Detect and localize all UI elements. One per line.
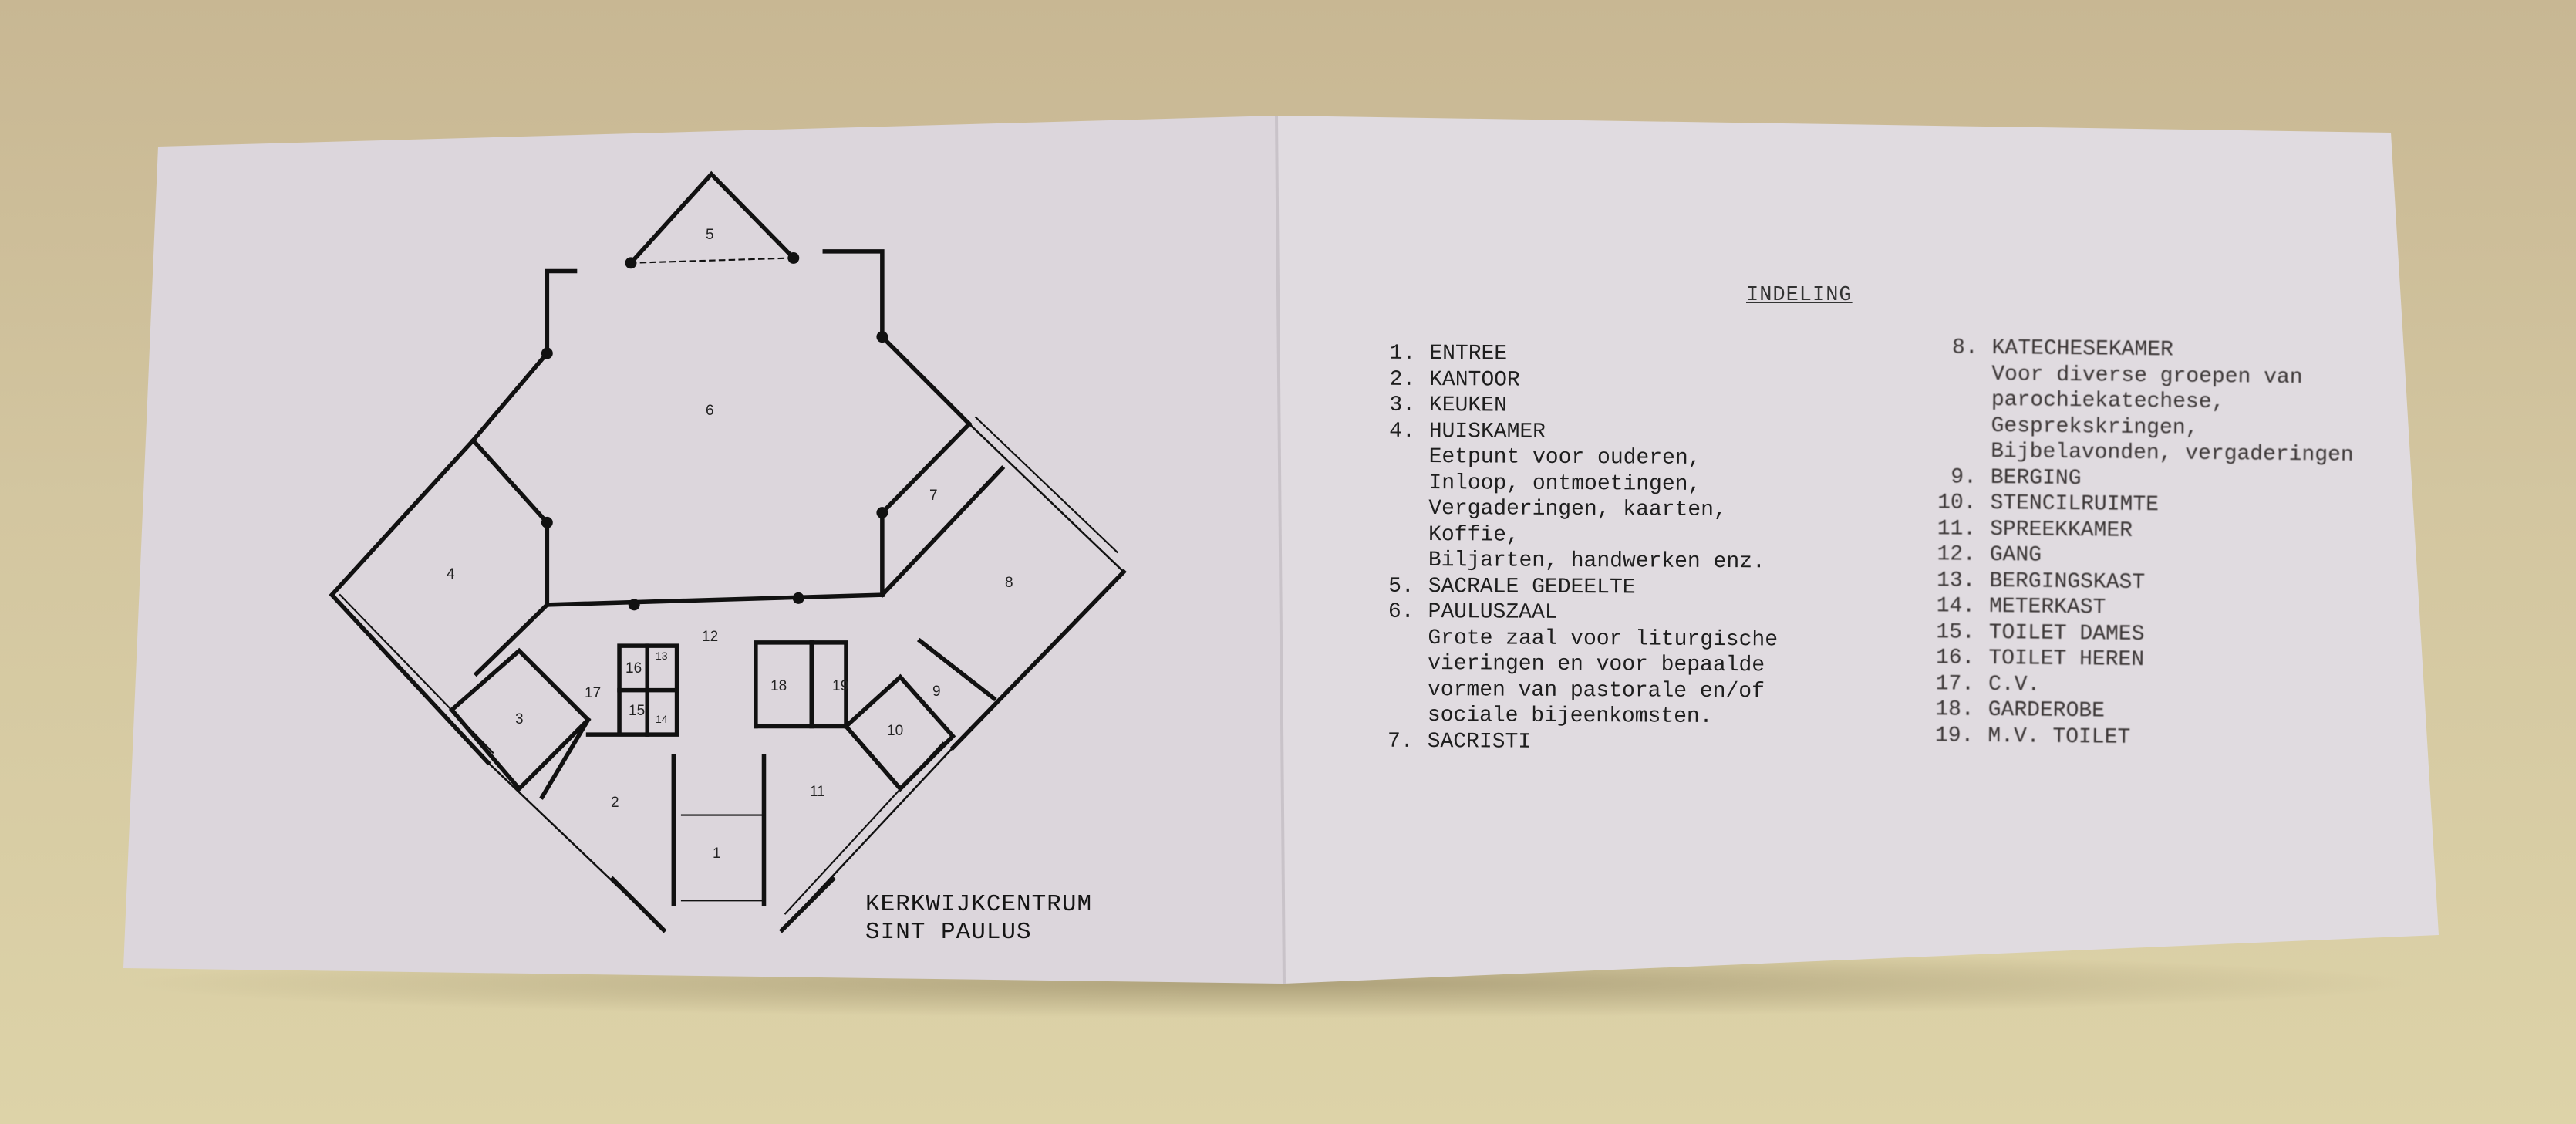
room-number-16: 16 bbox=[625, 660, 642, 677]
legend-item-description: Biljarten, handwerken enz. bbox=[1428, 548, 1765, 575]
legend-item: 18. GARDEROBE bbox=[1927, 697, 2352, 727]
room-number-1: 1 bbox=[713, 846, 721, 862]
page-fold bbox=[1275, 115, 1286, 984]
caption-line-1: KERKWIJKCENTRUM bbox=[865, 891, 1093, 918]
legend-item: 8. KATECHESEKAMER bbox=[1930, 335, 2355, 365]
legend-item-number: 12. bbox=[1937, 542, 1977, 567]
legend-item-label: SACRALE GEDEELTE bbox=[1428, 574, 1636, 599]
room-number-9: 9 bbox=[932, 684, 941, 700]
legend-item-label: M.V. TOILET bbox=[1988, 724, 2131, 750]
legend-item-label: STENCILRUIMTE bbox=[1990, 491, 2160, 518]
legend-item-label: BERGING bbox=[1990, 465, 2082, 491]
legend-item: 1. ENTREE bbox=[1367, 341, 1779, 369]
room-number-5: 5 bbox=[706, 227, 714, 243]
legend-item-description: vormen van pastorale en/of bbox=[1427, 677, 1765, 704]
legend-item-number: 9. bbox=[1951, 464, 1978, 490]
legend-item-label: SPREEKKAMER bbox=[1990, 517, 2133, 543]
legend-item-label: KANTOOR bbox=[1429, 367, 1520, 393]
legend-item-number: 11. bbox=[1937, 516, 1977, 542]
legend-item-description: Bijbelavonden, vergaderingen bbox=[1991, 439, 2354, 467]
legend-item-label: KEUKEN bbox=[1428, 393, 1507, 418]
legend-item-description: vieringen en voor bepaalde bbox=[1428, 652, 1765, 678]
legend-item-description: Grote zaal voor liturgische bbox=[1428, 626, 1779, 652]
legend-item: 2. KANTOOR bbox=[1367, 366, 1779, 394]
legend-item-description: Inloop, ontmoetingen, bbox=[1428, 471, 1701, 497]
legend-item-label: METERKAST bbox=[1988, 594, 2106, 620]
legend-item-number: 15. bbox=[1936, 619, 1975, 645]
room-number-19: 19 bbox=[832, 678, 849, 694]
legend-item: 17. C.V. bbox=[1927, 671, 2352, 701]
room-number-2: 2 bbox=[611, 795, 619, 811]
legend-item-description: parochiekatechese, bbox=[1991, 387, 2225, 415]
plan-caption: KERKWIJKCENTRUM SINT PAULUS bbox=[865, 891, 1092, 947]
legend-item-number: 4. bbox=[1389, 419, 1415, 444]
room-number-13: 13 bbox=[656, 650, 668, 662]
legend-title: INDELING bbox=[1746, 284, 1853, 307]
legend-item-label: C.V. bbox=[1988, 672, 2041, 697]
legend-item: 3. KEUKEN bbox=[1367, 393, 1779, 420]
legend-item-description: Koffie, bbox=[1428, 522, 1519, 548]
legend-item: 4. HUISKAMER bbox=[1367, 418, 1779, 446]
legend-item-number: 3. bbox=[1389, 393, 1416, 417]
legend-item-number: 17. bbox=[1935, 671, 1975, 697]
legend-item-label: HUISKAMER bbox=[1428, 419, 1546, 444]
left-page bbox=[123, 116, 1284, 984]
legend-item-label: TOILET HEREN bbox=[1988, 646, 2145, 673]
legend-item-number: 10. bbox=[1937, 491, 1977, 515]
room-number-7: 7 bbox=[929, 488, 938, 504]
legend-item-label: GANG bbox=[1989, 542, 2042, 568]
legend-item: 19. M.V. TOILET bbox=[1926, 723, 2351, 753]
legend-item-label: GARDEROBE bbox=[1988, 697, 2106, 724]
legend-item-description: sociale bijeenkomsten. bbox=[1427, 704, 1713, 729]
legend-item-label: PAULUSZAAL bbox=[1428, 600, 1558, 625]
legend-item-number: 16. bbox=[1935, 646, 1975, 670]
legend-item: 5. SACRALE GEDEELTE bbox=[1367, 573, 1779, 601]
legend-item-number: 5. bbox=[1388, 574, 1414, 599]
legend-item-number: 1. bbox=[1389, 341, 1416, 366]
legend-item-label: BERGINGSKAST bbox=[1989, 569, 2146, 595]
legend-item: 16. TOILET HEREN bbox=[1927, 645, 2352, 675]
legend-item-number: 19. bbox=[1934, 723, 1974, 748]
room-number-17: 17 bbox=[585, 685, 602, 701]
right-page bbox=[1276, 116, 2439, 984]
legend-item-description: Eetpunt voor ouderen, bbox=[1428, 445, 1701, 471]
legend-item: 6. PAULUSZAAL bbox=[1366, 599, 1778, 627]
legend-item-number: 14. bbox=[1936, 594, 1976, 619]
legend-item: 10. STENCILRUIMTE bbox=[1928, 490, 2353, 520]
legend-item-label: SACRISTI bbox=[1427, 729, 1532, 754]
room-number-12: 12 bbox=[702, 629, 719, 645]
legend-item-label: TOILET DAMES bbox=[1988, 620, 2145, 646]
room-number-10: 10 bbox=[887, 723, 904, 739]
legend-item-number: 6. bbox=[1387, 599, 1414, 624]
legend-item-number: 8. bbox=[1951, 336, 1978, 360]
legend-item: 9. BERGING bbox=[1929, 464, 2354, 494]
legend-item-description: Vergaderingen, kaarten, bbox=[1428, 497, 1727, 523]
legend-item: 7. SACRISTI bbox=[1366, 728, 1778, 756]
room-number-14: 14 bbox=[656, 713, 668, 725]
room-number-11: 11 bbox=[810, 784, 825, 800]
caption-line-2: SINT PAULUS bbox=[865, 919, 1032, 946]
legend-item-number: 7. bbox=[1387, 729, 1414, 754]
legend-item-number: 13. bbox=[1936, 568, 1976, 593]
legend-item-number: 18. bbox=[1935, 697, 1974, 722]
room-number-8: 8 bbox=[1005, 575, 1013, 591]
room-number-18: 18 bbox=[770, 678, 787, 694]
room-number-3: 3 bbox=[515, 711, 524, 727]
legend-item-label: ENTREE bbox=[1429, 342, 1508, 366]
legend-item-label: KATECHESEKAMER bbox=[1991, 336, 2174, 363]
legend-item-number: 2. bbox=[1389, 367, 1416, 392]
room-number-15: 15 bbox=[629, 703, 646, 719]
room-number-6: 6 bbox=[706, 403, 714, 419]
room-number-4: 4 bbox=[447, 566, 455, 582]
